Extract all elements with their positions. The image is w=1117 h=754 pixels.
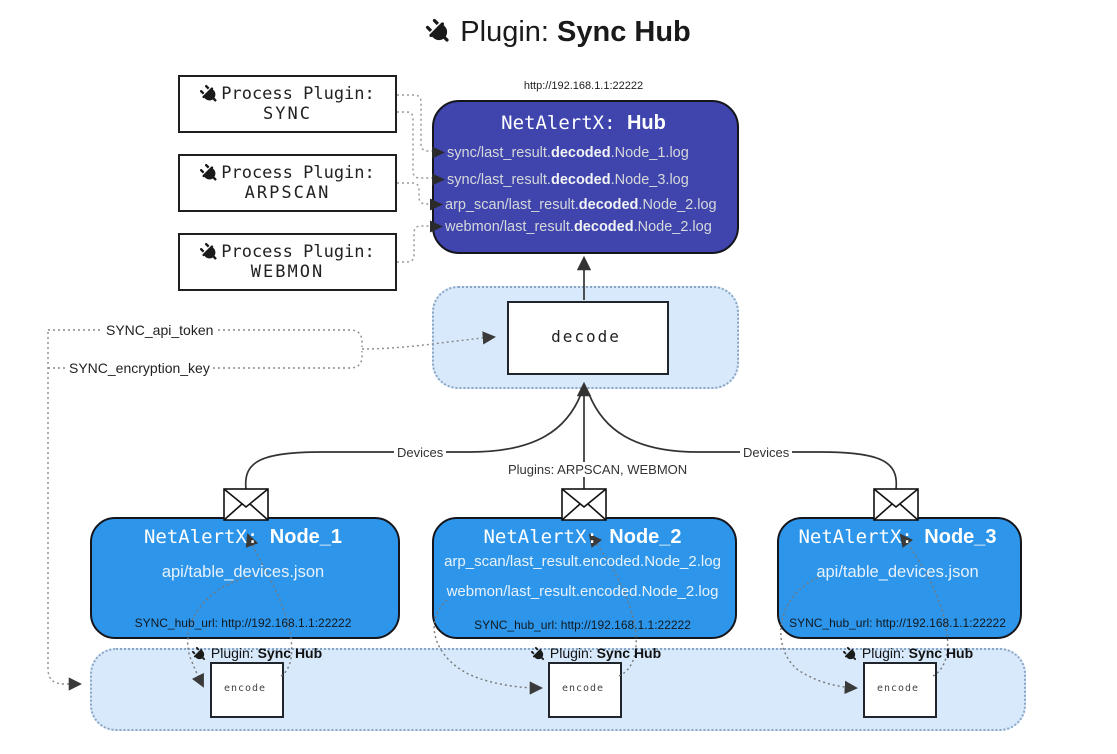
process-plugin-box-sync bbox=[178, 75, 397, 133]
encode-box-2 bbox=[548, 662, 622, 718]
hub-box bbox=[432, 100, 739, 254]
process-plugin-box-arpscan bbox=[178, 154, 397, 212]
decode-box bbox=[507, 301, 669, 375]
encode-box-1 bbox=[210, 662, 284, 718]
process-plugin-box-webmon bbox=[178, 233, 397, 291]
node-2-box bbox=[432, 517, 737, 639]
node-3-box bbox=[777, 517, 1022, 639]
node-1-box bbox=[90, 517, 400, 639]
encode-box-3 bbox=[863, 662, 937, 718]
